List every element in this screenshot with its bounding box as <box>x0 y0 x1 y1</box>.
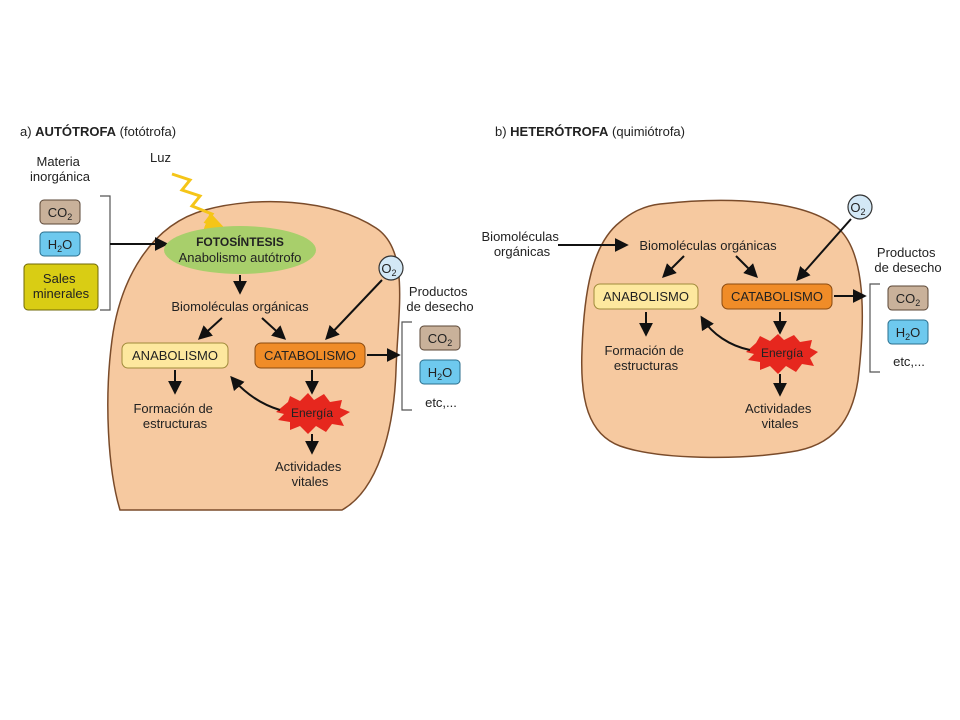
anabolismo-label-b: ANABOLISMO <box>603 289 689 304</box>
arrow-energia-to-anabolismo-a <box>230 375 281 411</box>
energia-burst-b <box>746 334 818 374</box>
h2o-waste-box-a <box>419 359 461 385</box>
co2-waste-label-b: CO2 <box>896 291 921 308</box>
energia-label-a: Energía <box>291 406 333 420</box>
o2-label-a: O2 <box>381 261 396 278</box>
productos-desecho-label-b: Productos de desecho <box>874 245 941 275</box>
biomoleculas-label-b: Biomoléculas orgánicas <box>639 238 777 253</box>
co2-box-a <box>39 199 81 225</box>
anabolismo-box-a <box>121 342 229 369</box>
h2o-waste-label-b: H2O <box>896 325 921 342</box>
catabolismo-box-a <box>254 342 366 369</box>
fotosintesis-title: FOTOSÍNTESIS <box>196 234 284 249</box>
arrow-bio-to-catabolismo-b <box>735 255 758 278</box>
h2o-label-a: H2O <box>48 237 73 254</box>
arrow-energia-to-anabolismo-b <box>700 315 751 351</box>
o2-circle-b <box>847 194 873 220</box>
arrow-o2-to-catabolismo-b <box>796 218 852 282</box>
etc-label-b: etc,... <box>893 354 925 369</box>
actividades-label-b: Actividades vitales <box>745 401 815 431</box>
fotosintesis-subtitle: Anabolismo autótrofo <box>179 250 302 265</box>
fotosintesis-ellipse <box>164 226 316 274</box>
luz-label: Luz <box>150 150 171 165</box>
formacion-label-b: Formación de estructuras <box>604 343 687 373</box>
sales-minerales-box <box>23 263 99 311</box>
co2-waste-label-a: CO2 <box>428 331 453 348</box>
biomoleculas-input-label-b: Biomoléculas orgánicas <box>482 229 563 259</box>
panel-a-heading: a) AUTÓTROFA (fotótrofa) <box>20 124 176 139</box>
energia-label-b: Energía <box>761 346 803 360</box>
cell-a <box>107 200 401 511</box>
catabolismo-box-b <box>721 283 833 310</box>
arrow-bio-to-anabolismo-b <box>662 255 685 278</box>
co2-waste-box-b <box>887 285 929 311</box>
anabolismo-box-b <box>593 283 699 310</box>
panel-a-autotrofa: a) AUTÓTROFA (fotótrofa) Materia inorgán… <box>20 124 474 511</box>
sales-minerales-label: Sales minerales <box>33 271 90 301</box>
arrow-bio-to-catabolismo-a <box>261 317 287 340</box>
arrow-bio-to-anabolismo-a <box>197 317 223 340</box>
luz-arrow <box>171 172 226 232</box>
desecho-bracket-a <box>401 321 412 411</box>
co2-label-a: CO2 <box>48 205 73 222</box>
o2-label-b: O2 <box>850 200 865 217</box>
materia-bracket <box>100 195 111 311</box>
materia-inorganica-label: Materia inorgánica <box>30 154 91 184</box>
biomoleculas-label-a: Biomoléculas orgánicas <box>171 299 309 314</box>
arrow-o2-to-catabolismo-a <box>325 279 383 341</box>
h2o-waste-box-b <box>887 319 929 345</box>
h2o-waste-label-a: H2O <box>428 365 453 382</box>
energia-burst-a <box>276 393 350 434</box>
formacion-label-a: Formación de estructuras <box>133 401 216 431</box>
h2o-box-a <box>39 231 81 257</box>
catabolismo-label-b: CATABOLISMO <box>731 289 823 304</box>
co2-waste-box-a <box>419 325 461 351</box>
productos-desecho-label-a: Productos de desecho <box>406 284 473 314</box>
catabolismo-label-a: CATABOLISMO <box>264 348 356 363</box>
panel-b-heterotrofa: b) HETERÓTROFA (quimiótrofa) Biomolécula… <box>482 124 942 459</box>
o2-circle-a <box>378 255 404 281</box>
anabolismo-label-a: ANABOLISMO <box>132 348 218 363</box>
desecho-bracket-b <box>869 283 880 373</box>
actividades-label-a: Actividades vitales <box>275 459 345 489</box>
etc-label-a: etc,... <box>425 395 457 410</box>
panel-b-heading: b) HETERÓTROFA (quimiótrofa) <box>495 124 685 139</box>
